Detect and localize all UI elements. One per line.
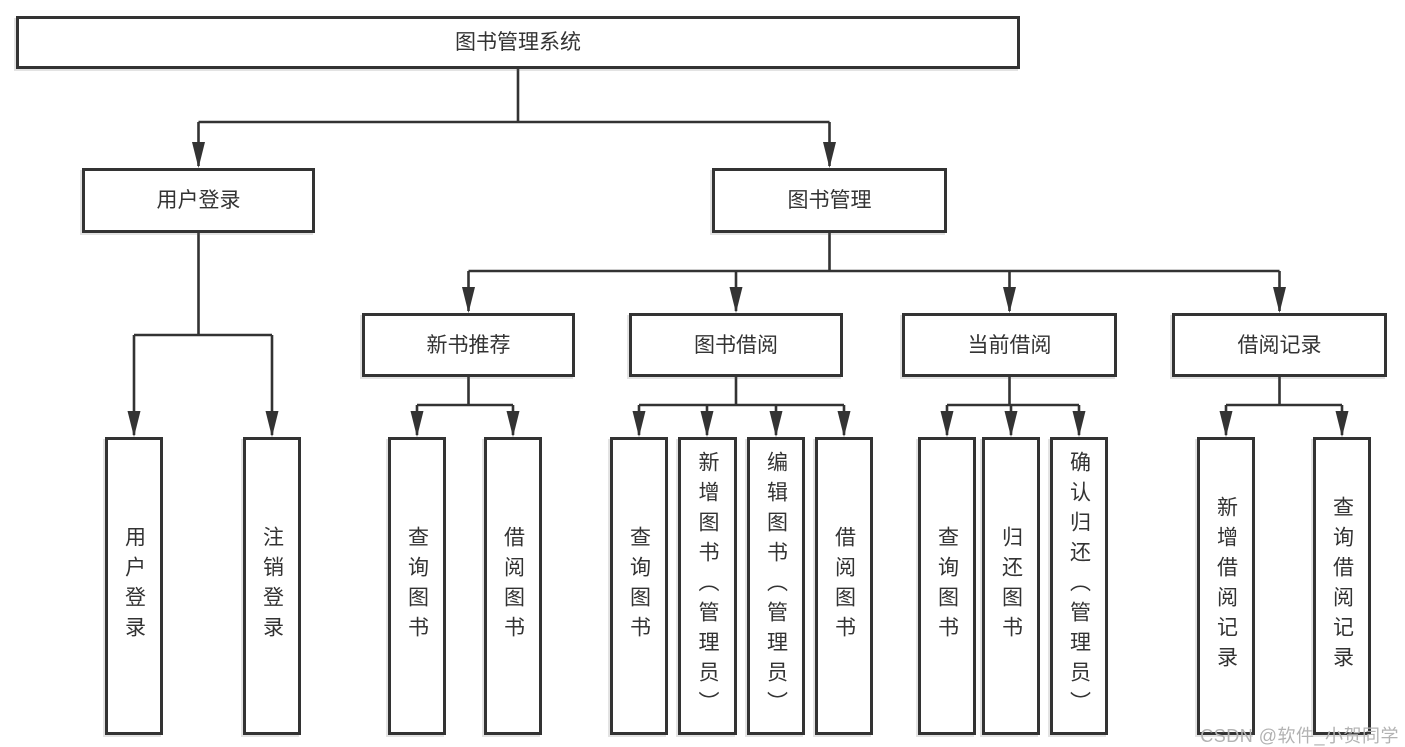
node-label: 借阅记录 — [1237, 333, 1322, 357]
node-new-book-recommend: 新书推荐 — [362, 313, 575, 377]
leaf-query-books-current: 查询图书 — [918, 437, 976, 735]
leaf-return-books: 归还图书 — [982, 437, 1040, 735]
leaf-query-books-borrow: 查询图书 — [610, 437, 668, 735]
node-label: 新书推荐 — [426, 333, 511, 357]
node-borrow-records: 借阅记录 — [1172, 313, 1387, 377]
node-label: 用户登录 — [156, 189, 241, 212]
node-user-login: 用户登录 — [82, 168, 315, 233]
leaf-user-login: 用户登录 — [105, 437, 163, 735]
node-label: 查询借阅记录 — [1330, 496, 1354, 676]
node-label: 注销登录 — [260, 526, 284, 646]
leaf-add-borrow-record: 新增借阅记录 — [1197, 437, 1255, 735]
leaf-logout-login: 注销登录 — [243, 437, 301, 735]
node-label: 新增图书（管理员） — [696, 451, 719, 721]
node-label: 新增借阅记录 — [1214, 496, 1238, 676]
node-label: 图书管理 — [787, 189, 872, 212]
node-book-management: 图书管理 — [712, 168, 947, 233]
node-label: 归还图书 — [999, 526, 1023, 646]
node-label: 图书借阅 — [694, 333, 778, 357]
node-label: 查询图书 — [627, 526, 651, 646]
node-label: 借阅图书 — [501, 526, 525, 646]
leaf-edit-books-admin: 编辑图书（管理员） — [747, 437, 805, 735]
node-label: 用户登录 — [122, 526, 146, 646]
node-label: 查询图书 — [935, 526, 959, 646]
node-label: 查询图书 — [405, 526, 429, 646]
arrowhead-icons — [127, 142, 1349, 437]
node-root-library-management-system: 图书管理系统 — [16, 16, 1020, 69]
node-label: 借阅图书 — [832, 526, 856, 646]
leaf-query-books-recommend: 查询图书 — [388, 437, 446, 735]
node-label: 当前借阅 — [967, 333, 1052, 357]
leaf-borrow-books-recommend: 借阅图书 — [484, 437, 542, 735]
leaf-query-borrow-record: 查询借阅记录 — [1313, 437, 1371, 735]
leaf-borrow-books-borrow: 借阅图书 — [815, 437, 873, 735]
csdn-watermark: CSDN @软件_小贺同学 — [1200, 726, 1399, 746]
node-book-borrow: 图书借阅 — [629, 313, 843, 377]
node-label: 图书管理系统 — [455, 31, 581, 54]
node-label: 确认归还（管理员） — [1067, 451, 1091, 721]
connector-lines — [132, 69, 1344, 435]
node-current-borrow: 当前借阅 — [902, 313, 1117, 377]
node-label: 编辑图书（管理员） — [764, 451, 788, 721]
leaf-add-books-admin: 新增图书（管理员） — [678, 437, 737, 735]
leaf-confirm-return-admin: 确认归还（管理员） — [1050, 437, 1108, 735]
